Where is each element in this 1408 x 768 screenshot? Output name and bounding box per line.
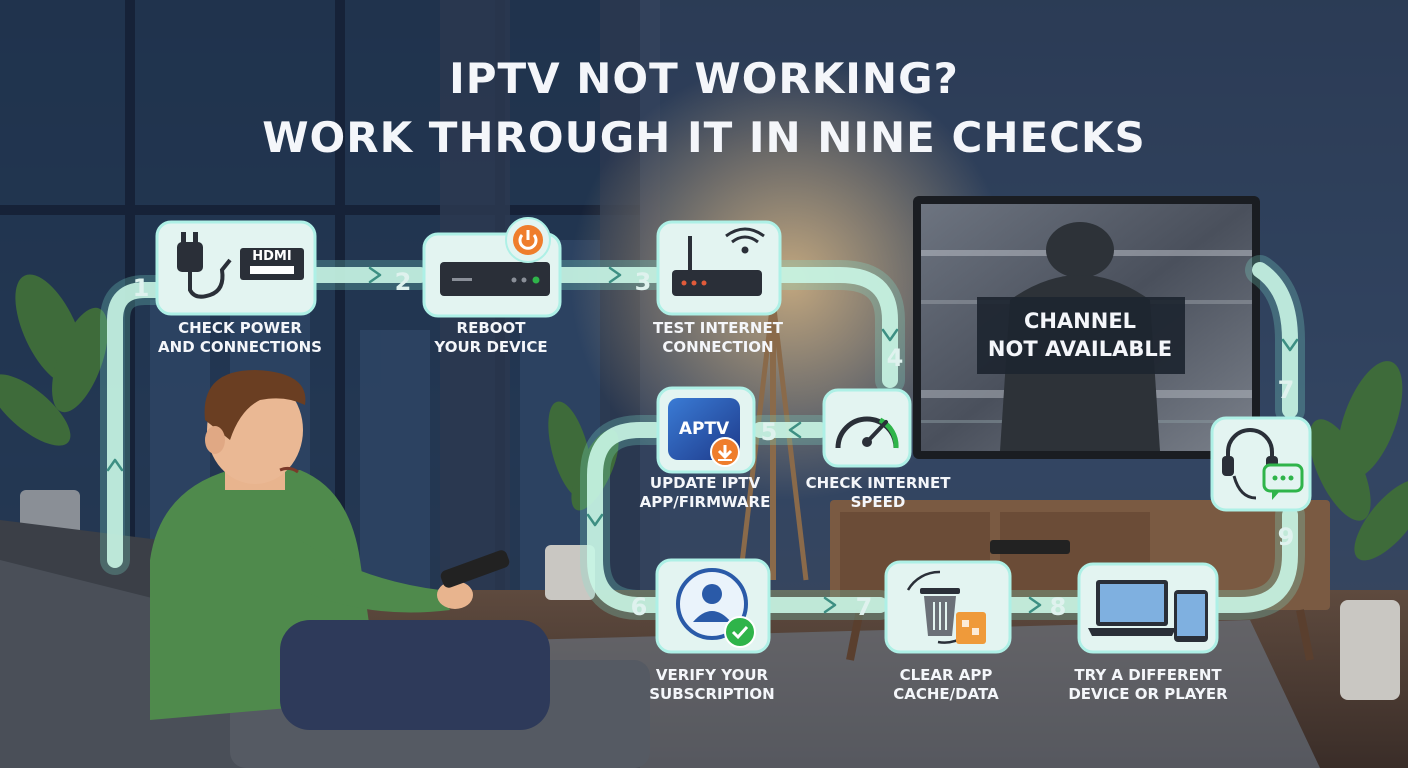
laptop-tablet-icon	[1088, 580, 1208, 642]
title-line2: WORK THROUGH IT IN NINE CHECKS	[262, 113, 1146, 162]
tv-error-box	[977, 297, 1185, 374]
step-1-label-line1: CHECK POWER	[178, 319, 302, 337]
flow-path	[100, 255, 1305, 620]
step-7-label-line2: CACHE/DATA	[893, 685, 999, 703]
app-update-icon: APTV	[668, 398, 740, 467]
app-badge: APTV	[679, 419, 730, 439]
title-block: IPTV NOT WORKING? WORK THROUGH IT IN NIN…	[262, 54, 1146, 162]
step-5-number: 5	[761, 418, 778, 446]
step-6-number: 6	[631, 593, 648, 621]
speedometer-icon	[835, 416, 899, 449]
set-top-box-power-icon	[440, 217, 551, 296]
step-8: 8 TRY A DIFFERENT DEVICE OR PLAYER	[1050, 562, 1228, 703]
step-4-label-line2: SPEED	[851, 493, 906, 511]
step-5-label-line1: UPDATE IPTV	[650, 474, 761, 492]
title-line1: IPTV NOT WORKING?	[449, 54, 959, 103]
step-3-label-line2: CONNECTION	[662, 338, 773, 356]
person-figure	[150, 370, 550, 730]
router-wifi-icon	[672, 227, 765, 296]
step-4-number: 4	[887, 344, 904, 372]
step-6-label-line1: VERIFY YOUR	[656, 666, 769, 684]
step-7-number: 7	[856, 593, 873, 621]
tv-message-line2: NOT AVAILABLE	[988, 337, 1172, 361]
step-8-number: 8	[1050, 593, 1067, 621]
tv-message-line1: CHANNEL	[1024, 309, 1136, 333]
support-headset-icon	[1222, 428, 1304, 500]
support-top-number: 7	[1278, 376, 1295, 404]
step-1: HDMI 1 CHECK POWER AND CONNECTIONS	[133, 220, 322, 356]
step-7-label-line1: CLEAR APP	[900, 666, 993, 684]
step-6: 6 VERIFY YOUR SUBSCRIPTION	[631, 558, 775, 703]
step-8-label-line1: TRY A DIFFERENT	[1074, 666, 1222, 684]
step-4-label-line1: CHECK INTERNET	[806, 474, 952, 492]
hdmi-badge: HDMI	[252, 249, 291, 264]
step-7: 7 CLEAR APP CACHE/DATA	[856, 560, 1012, 703]
step-9: 7 9	[1210, 376, 1312, 551]
power-plug-hdmi-icon: HDMI	[177, 232, 304, 299]
step-5: APTV 5 UPDATE IPTV APP/FIRMWARE	[640, 386, 778, 511]
tv: CHANNEL NOT AVAILABLE	[913, 196, 1260, 459]
step-3-label-line1: TEST INTERNET	[653, 319, 784, 337]
step-1-label-line2: AND CONNECTIONS	[158, 338, 322, 356]
step-2: 2 REBOOT YOUR DEVICE	[395, 217, 562, 356]
step-3-number: 3	[635, 268, 652, 296]
step-2-label-line2: YOUR DEVICE	[433, 338, 547, 356]
step-2-label-line1: REBOOT	[457, 319, 527, 337]
step-9-number: 9	[1278, 523, 1295, 551]
step-3: 3 TEST INTERNET CONNECTION	[635, 220, 784, 356]
step-1-number: 1	[133, 274, 150, 302]
step-4: 4 CHECK INTERNET SPEED	[806, 344, 952, 511]
step-5-label-line2: APP/FIRMWARE	[640, 493, 771, 511]
trash-cache-icon	[906, 570, 986, 644]
user-verified-icon	[676, 568, 756, 648]
step-8-label-line2: DEVICE OR PLAYER	[1068, 685, 1228, 703]
step-6-label-line2: SUBSCRIPTION	[649, 685, 774, 703]
step-2-number: 2	[395, 268, 412, 296]
